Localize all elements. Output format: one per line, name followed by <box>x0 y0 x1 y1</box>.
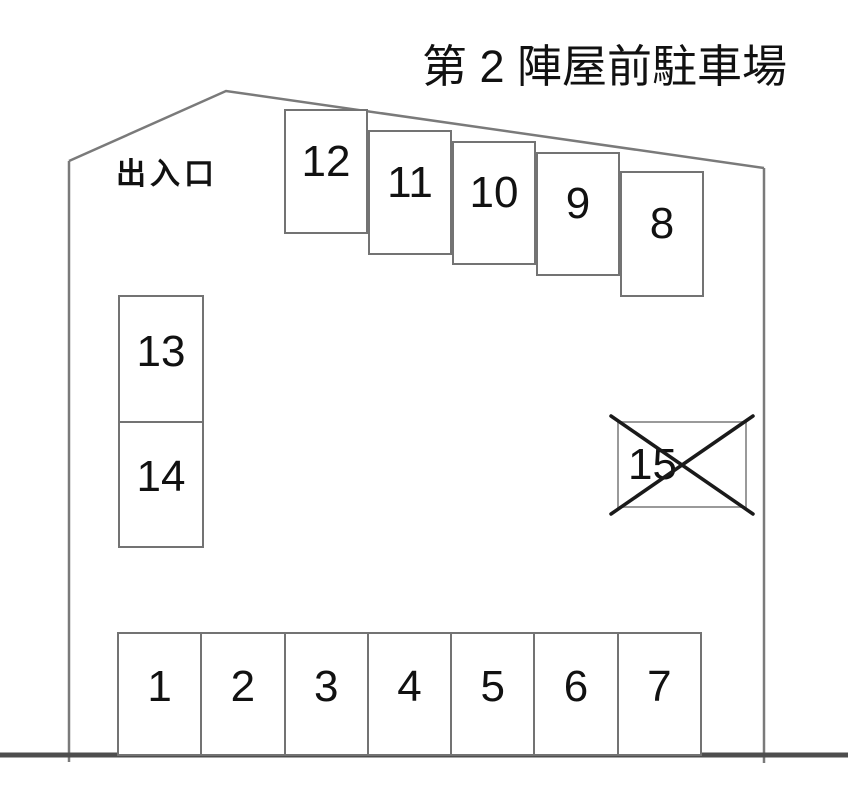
parking-spot-9: 9 <box>536 152 620 276</box>
page-title: 第 2 陣屋前駐車場 <box>422 41 788 92</box>
spot-number: 9 <box>565 179 591 228</box>
parking-spot-10: 10 <box>452 141 536 265</box>
spot-number: 7 <box>647 662 672 711</box>
parking-spot-5: 5 <box>452 634 536 754</box>
spot-number: 10 <box>469 168 519 217</box>
parking-spot-1: 1 <box>119 634 203 754</box>
bottom-spot-row: 1 2 3 4 5 6 7 <box>117 632 702 756</box>
boundary-top-edge <box>68 89 765 170</box>
parking-spot-14: 14 <box>120 423 202 547</box>
parking-spot-13: 13 <box>120 297 202 423</box>
spot-number: 4 <box>397 662 422 711</box>
left-spot-column: 13 14 <box>118 295 204 548</box>
spot-number: 15 <box>628 439 677 489</box>
parking-spot-11: 11 <box>368 130 452 255</box>
parking-spot-8: 8 <box>620 171 704 297</box>
entrance-label: 出入口 <box>116 158 218 191</box>
parking-spot-7: 7 <box>619 634 700 754</box>
crossed-out-mark <box>609 414 755 516</box>
spot-number: 14 <box>136 452 186 502</box>
parking-spot-12: 12 <box>284 109 368 234</box>
spot-number: 6 <box>563 662 589 711</box>
parking-spot-3: 3 <box>286 634 369 754</box>
spot-number: 3 <box>313 662 339 711</box>
spot-number: 8 <box>649 199 675 248</box>
parking-spot-6: 6 <box>535 634 619 754</box>
spot-number: 2 <box>230 662 256 711</box>
parking-spot-2: 2 <box>202 634 286 754</box>
spot-number: 1 <box>147 662 172 711</box>
parking-spot-4: 4 <box>369 634 453 754</box>
spot-number: 11 <box>387 157 433 207</box>
spot-number: 12 <box>301 136 351 186</box>
spot-number: 5 <box>480 662 505 711</box>
spot-number: 13 <box>136 326 186 376</box>
